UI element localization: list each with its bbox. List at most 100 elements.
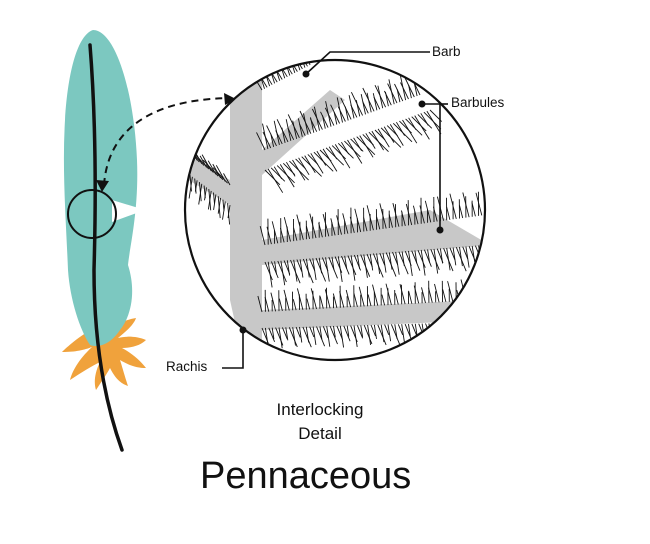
barbule-stroke — [388, 252, 393, 270]
barbule-stroke — [324, 289, 331, 309]
magnified-detail-circle — [183, 58, 487, 362]
barbule-stroke — [376, 253, 381, 274]
barbule-stroke — [420, 113, 429, 126]
barbule-stroke — [390, 324, 401, 345]
barbule-stroke — [266, 125, 277, 147]
barbule-stroke — [275, 130, 283, 145]
barbule-stroke — [319, 296, 324, 309]
barbule-stroke — [447, 281, 454, 302]
barbule-stroke — [212, 167, 228, 184]
barbule-stroke — [353, 325, 358, 347]
barbule-stroke — [446, 206, 451, 220]
barbule-stroke — [264, 296, 270, 312]
barbule-stroke — [354, 208, 362, 233]
barbule-stroke — [411, 323, 418, 337]
barbule-stroke — [310, 153, 324, 174]
barbule-stroke — [309, 118, 318, 132]
barbule-stroke — [341, 255, 350, 275]
barbule-stroke — [223, 173, 231, 186]
barbule-stroke — [286, 260, 291, 276]
barbule-stroke — [469, 322, 473, 339]
barbule-stroke — [271, 327, 275, 340]
barbule-stroke — [362, 87, 375, 112]
barbule-stroke — [310, 288, 317, 310]
barbule-stroke — [387, 324, 392, 342]
barbule-stroke — [379, 203, 387, 229]
barbule-stroke — [299, 123, 306, 136]
barbule-stroke — [414, 115, 430, 140]
barbule-stroke — [472, 322, 478, 333]
barbule-stroke — [204, 187, 207, 201]
barbule-stroke — [365, 133, 376, 149]
barbule-stroke — [465, 246, 470, 268]
barbule-stroke — [392, 251, 399, 265]
barbule-stroke — [445, 322, 452, 336]
barbule-stroke — [267, 261, 273, 288]
barbule-stroke — [381, 294, 386, 306]
barbule-stroke — [439, 248, 444, 264]
barbule-stroke — [325, 257, 330, 282]
barbule-stroke — [411, 250, 421, 271]
barbule-stroke — [392, 202, 400, 227]
feather-icon — [62, 30, 146, 452]
barbule-stroke — [339, 291, 345, 308]
barbule-stroke — [347, 139, 363, 164]
barbule-stroke — [362, 101, 369, 114]
barbule-stroke — [479, 321, 485, 343]
barbule-stroke — [395, 251, 400, 275]
barbule-stroke — [337, 106, 346, 122]
barbule-stroke — [304, 155, 316, 174]
barbule-stroke — [339, 325, 345, 348]
barbule-stroke — [194, 153, 210, 170]
barbule-stroke — [481, 245, 485, 268]
barbule-stroke — [427, 249, 431, 263]
barbule-stroke — [333, 325, 336, 338]
barbule-stroke — [293, 259, 298, 282]
barbule-stroke — [189, 174, 192, 192]
feather-base-down — [62, 318, 146, 390]
barbule-stroke — [287, 127, 295, 140]
barbule-stroke — [292, 327, 296, 346]
barbule-stroke — [319, 326, 323, 340]
barbule-stroke — [360, 94, 366, 115]
barbule-stroke — [270, 167, 286, 182]
rachis-detail — [230, 60, 262, 345]
barbule-stroke — [452, 322, 462, 343]
barbule-stroke — [268, 327, 276, 342]
barbule-stroke — [433, 248, 439, 274]
barbule-stroke — [324, 107, 335, 126]
rachis-leader — [222, 330, 244, 369]
barbule-stroke — [346, 325, 350, 337]
barbule-stroke — [302, 326, 312, 348]
barbule-stroke — [336, 215, 342, 235]
barbule-stroke — [344, 140, 361, 158]
barbule-stroke — [379, 252, 386, 266]
barbule-stroke — [475, 192, 483, 216]
barbule-stroke — [337, 142, 354, 159]
barbule-stroke — [305, 326, 310, 343]
barbule-stroke — [334, 144, 351, 169]
barbule-stroke — [350, 104, 358, 118]
barbule-stroke — [320, 111, 329, 128]
barbule-stroke — [404, 76, 415, 98]
barbule-stroke — [374, 85, 387, 108]
barbule-stroke — [396, 121, 405, 136]
barbule-stroke — [293, 227, 298, 241]
barbule-stroke — [297, 118, 303, 137]
barbule-stroke — [290, 60, 303, 70]
barbule-stroke — [397, 324, 404, 336]
barbule-stroke — [424, 200, 432, 223]
barbule-stroke — [373, 324, 377, 339]
barbule-stroke — [431, 323, 439, 338]
barbule-stroke — [417, 250, 426, 268]
barbule-stroke — [376, 216, 381, 230]
barbule-stroke — [462, 192, 470, 218]
barbule-stroke — [455, 322, 460, 342]
barbule-stroke — [270, 292, 277, 312]
barbule-stroke — [262, 131, 272, 149]
barbule-stroke — [377, 128, 390, 148]
barbule-stroke — [322, 326, 329, 339]
barbule-stroke — [442, 289, 447, 303]
barbule-stroke — [274, 261, 278, 275]
